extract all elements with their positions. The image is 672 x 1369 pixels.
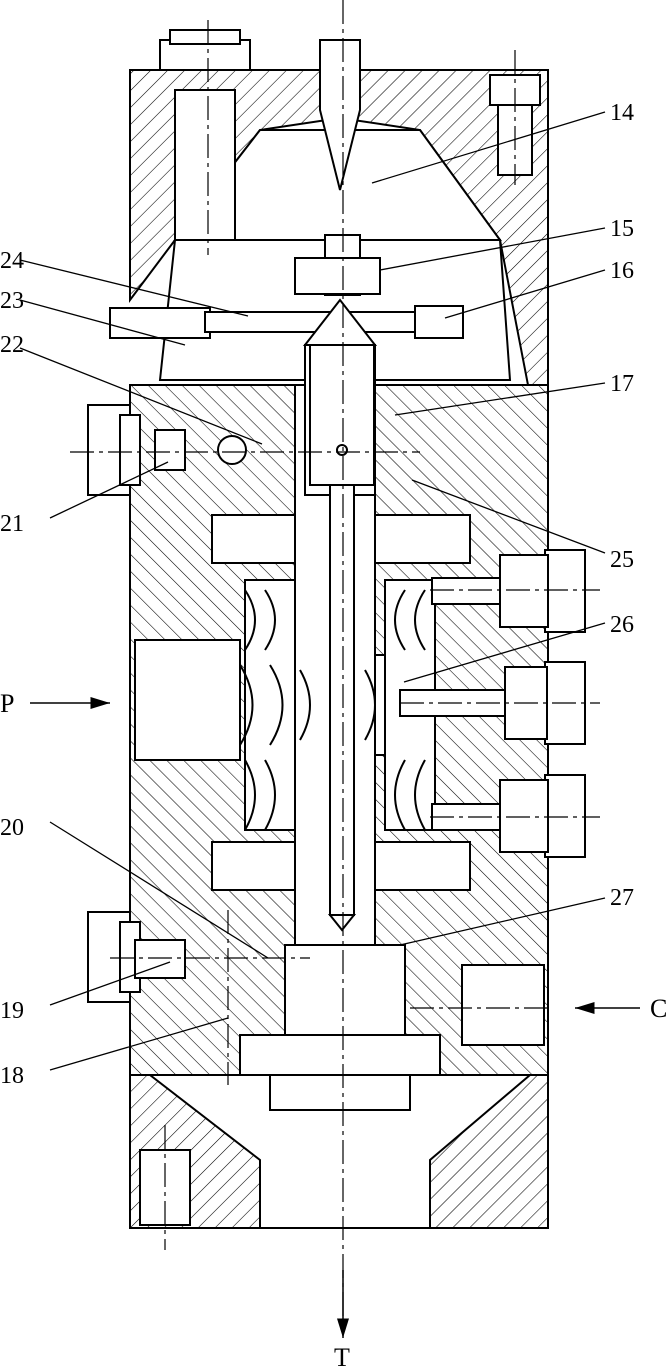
part-number-labels: 14 15 16 17 24 23 22 21 25 26 20 27 19 1… (0, 100, 634, 1089)
label-22: 22 (0, 332, 24, 358)
central-spool (294, 39, 381, 932)
label-26: 26 (610, 612, 634, 638)
port-p-label: P (0, 689, 14, 718)
label-20: 20 (0, 815, 24, 841)
label-19: 19 (0, 998, 24, 1024)
port-labels: P C T (0, 689, 667, 1369)
center-lines (70, 0, 600, 1330)
leader-lines (19, 111, 606, 1071)
label-18: 18 (0, 1063, 24, 1089)
label-25: 25 (610, 547, 634, 573)
label-16: 16 (610, 258, 634, 284)
label-23: 23 (0, 288, 24, 314)
left-plugs (87, 404, 247, 1003)
label-21: 21 (0, 511, 24, 537)
spool-rings (239, 589, 426, 831)
label-15: 15 (610, 216, 634, 242)
label-17: 17 (610, 371, 634, 397)
label-27: 27 (610, 885, 634, 911)
port-arrows (30, 697, 640, 1338)
bottom-cover (129, 1074, 549, 1229)
port-c-label: C (650, 994, 667, 1023)
label-24: 24 (0, 248, 24, 274)
label-14: 14 (610, 100, 634, 126)
port-t-label: T (334, 1343, 350, 1369)
